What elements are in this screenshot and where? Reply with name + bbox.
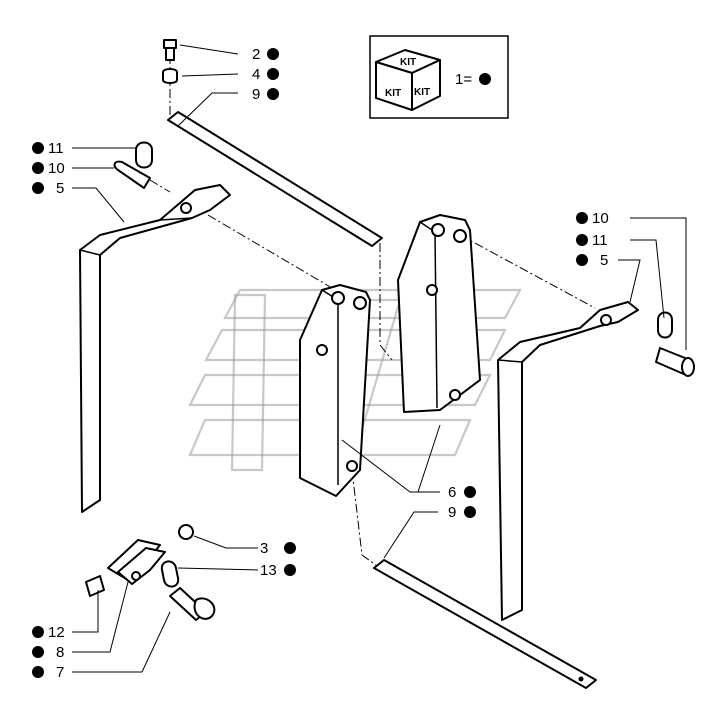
callout-11-left: 11 — [32, 140, 64, 157]
callout-8: 8 — [32, 644, 64, 661]
callout-number: 5 — [600, 252, 608, 269]
left-clip — [135, 141, 153, 169]
top-washer — [162, 68, 178, 84]
callout-number: 9 — [448, 504, 456, 521]
callout-bullet — [267, 88, 279, 100]
kit-bullet — [479, 73, 491, 85]
callout-bullet — [284, 564, 296, 576]
callout-3: 3 — [260, 540, 296, 557]
callout-number: 8 — [56, 644, 64, 661]
callout-bullet — [32, 162, 44, 174]
assembly-lines — [149, 55, 596, 569]
kit-cube-top-text: KIT — [400, 57, 416, 68]
leader-lines — [72, 44, 687, 673]
callout-bullet — [576, 254, 588, 266]
lower-grommet — [85, 575, 105, 597]
callout-number: 7 — [56, 664, 64, 681]
callout-number: 10 — [48, 160, 65, 177]
kit-cube-icon: KIT KIT KIT — [375, 49, 441, 111]
callout-number: 6 — [448, 484, 456, 501]
callout-number: 4 — [252, 66, 260, 83]
callout-5-right: 5 — [576, 252, 608, 269]
callout-4: 4 — [252, 66, 279, 83]
lower-pin — [169, 587, 216, 621]
callout-number: 3 — [260, 540, 268, 557]
callout-bullet — [464, 506, 476, 518]
callout-number: 11 — [592, 232, 608, 249]
callout-number: 9 — [252, 86, 260, 103]
top-bolt — [163, 39, 177, 61]
right-clip — [657, 311, 673, 339]
callout-number: 2 — [252, 46, 260, 63]
callout-10-left: 10 — [32, 160, 65, 177]
kit-cube-left-text: KIT — [385, 88, 401, 99]
callout-9-top: 9 — [252, 86, 279, 103]
callout-9-bottom: 9 — [448, 504, 476, 521]
callout-6: 6 — [448, 484, 476, 501]
right-pin — [655, 347, 695, 377]
callout-13: 13 — [260, 562, 296, 579]
callout-bullet — [267, 48, 279, 60]
callout-number: 11 — [48, 140, 64, 157]
left-fork — [79, 184, 231, 513]
lower-washer — [178, 524, 194, 540]
callout-number: 5 — [56, 180, 64, 197]
callout-bullet — [464, 486, 476, 498]
callout-number: 13 — [260, 562, 277, 579]
kit-legend: KIT KIT KIT 1= — [369, 35, 509, 119]
callout-5-left: 5 — [32, 180, 64, 197]
left-bracket — [299, 284, 371, 497]
callout-bullet — [32, 626, 44, 638]
callout-11-right: 11 — [576, 232, 608, 249]
callout-bullet — [267, 68, 279, 80]
callout-bullet — [32, 646, 44, 658]
lower-clevis — [107, 539, 166, 585]
callout-bullet — [576, 212, 588, 224]
kit-cube-right-text: KIT — [414, 87, 430, 98]
callout-number: 12 — [48, 624, 65, 641]
callout-10-right: 10 — [576, 210, 609, 227]
lower-clip — [160, 560, 180, 588]
upper-shaft — [167, 111, 383, 247]
kit-equation: 1= — [455, 71, 472, 88]
callout-bullet — [576, 234, 588, 246]
callout-bullet — [32, 142, 44, 154]
lower-shaft — [373, 559, 597, 689]
left-bolt — [113, 160, 151, 189]
callout-bullet — [32, 666, 44, 678]
callout-bullet — [32, 182, 44, 194]
callout-2: 2 — [252, 46, 279, 63]
right-bracket — [397, 214, 481, 413]
right-fork — [497, 301, 639, 621]
callout-7: 7 — [32, 664, 64, 681]
callout-number: 10 — [592, 210, 609, 227]
callout-bullet — [284, 542, 296, 554]
callout-12: 12 — [32, 624, 65, 641]
